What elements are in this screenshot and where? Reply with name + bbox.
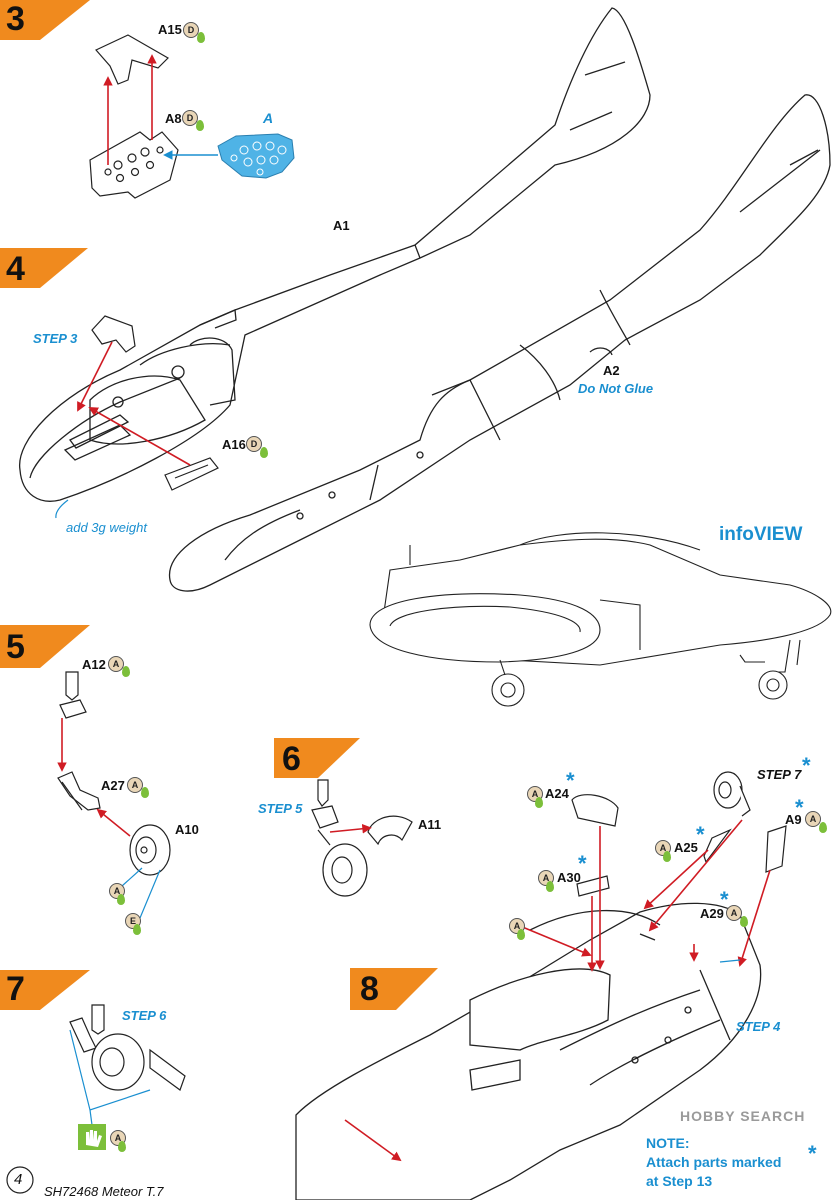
badge-d-a8: D bbox=[182, 110, 198, 126]
label-a1: A1 bbox=[333, 218, 350, 233]
glue-drop-icon bbox=[740, 916, 748, 927]
asterisk-icon: * bbox=[696, 822, 705, 847]
label-a2: A2 bbox=[603, 363, 620, 378]
label-a15: A15 bbox=[158, 22, 182, 37]
label-a25: A25 bbox=[674, 840, 698, 855]
glue-drop-icon bbox=[535, 797, 543, 808]
label-a30: A30 bbox=[557, 870, 581, 885]
label-a24: A24 bbox=[545, 786, 569, 801]
note-line2: at Step 13 bbox=[646, 1173, 713, 1189]
glue-drop-icon bbox=[197, 32, 205, 43]
glue-drop-icon bbox=[546, 881, 554, 892]
glue-drop-icon bbox=[663, 851, 671, 862]
label-a10: A10 bbox=[175, 822, 199, 837]
label-a27: A27 bbox=[101, 778, 125, 793]
label-do-not-glue: Do Not Glue bbox=[578, 381, 654, 396]
step8-wheel-art bbox=[713, 771, 751, 817]
glue-drop-icon bbox=[517, 929, 525, 940]
glove-icon-box bbox=[78, 1124, 106, 1150]
kit-name: SH72468 Meteor T.7 bbox=[44, 1184, 164, 1199]
step-8-number: 8 bbox=[360, 970, 379, 1008]
label-step3-ref: STEP 3 bbox=[33, 331, 78, 346]
watermark: HOBBY SEARCH bbox=[680, 1108, 806, 1124]
glue-drop-icon bbox=[118, 1141, 126, 1152]
info-view-title: infoVIEW bbox=[719, 524, 803, 545]
label-a8: A8 bbox=[165, 111, 182, 126]
step5-art bbox=[57, 671, 171, 876]
badge-d-a16: D bbox=[246, 436, 262, 452]
step-5-number: 5 bbox=[6, 628, 25, 666]
label-a9: A9 bbox=[785, 812, 802, 827]
step-7-number: 7 bbox=[6, 970, 25, 1008]
step3-arrows bbox=[103, 54, 157, 165]
badge-d-a15: D bbox=[183, 22, 199, 38]
step6-art bbox=[311, 779, 413, 897]
fuselage-a1 bbox=[19, 7, 651, 502]
step-6-number: 6 bbox=[282, 740, 301, 778]
page-number: 4 bbox=[14, 1171, 23, 1188]
asterisk-icon: * bbox=[795, 795, 804, 820]
label-step5-ref: STEP 5 bbox=[258, 801, 303, 816]
glue-drop-icon bbox=[122, 666, 130, 677]
step-4-number: 4 bbox=[6, 250, 25, 288]
label-step4-ref: STEP 4 bbox=[736, 1019, 781, 1034]
badge-a-a9: A bbox=[805, 811, 821, 827]
step-3-number: 3 bbox=[6, 0, 25, 38]
glue-drop-icon bbox=[117, 894, 125, 905]
step7-art bbox=[69, 1004, 186, 1091]
asterisk-icon: * bbox=[808, 1141, 817, 1166]
step-banners bbox=[0, 0, 438, 1010]
asterisk-icon: * bbox=[566, 768, 575, 793]
label-step7-ref: STEP 7 bbox=[757, 767, 802, 782]
decal-a bbox=[217, 133, 295, 179]
asterisk-icon: * bbox=[578, 851, 587, 876]
asterisk-icon: * bbox=[720, 887, 729, 912]
label-step6-ref: STEP 6 bbox=[122, 1008, 167, 1023]
note-line1: Attach parts marked bbox=[646, 1154, 782, 1170]
glue-drop-icon bbox=[819, 822, 827, 833]
badge-a-a12: A bbox=[108, 656, 124, 672]
glue-drop-icon bbox=[196, 120, 204, 131]
asterisk-icon: * bbox=[802, 753, 811, 778]
label-a12: A12 bbox=[82, 657, 106, 672]
label-a11: A11 bbox=[418, 817, 442, 832]
label-add-weight: add 3g weight bbox=[66, 520, 147, 535]
label-a29: A29 bbox=[700, 906, 724, 921]
badge-a-a27: A bbox=[127, 777, 143, 793]
fuselage-a2 bbox=[168, 94, 831, 592]
glue-drop-icon bbox=[133, 924, 141, 935]
step3-art bbox=[89, 34, 179, 199]
glue-drop-icon bbox=[260, 447, 268, 458]
step8-fuselage bbox=[295, 902, 762, 1200]
label-decal-letter: A bbox=[263, 110, 274, 126]
part-a16-art bbox=[164, 457, 219, 491]
infoview-art bbox=[369, 532, 832, 707]
badge-a-a29: A bbox=[726, 905, 742, 921]
label-a16: A16 bbox=[222, 437, 246, 452]
glue-drop-icon bbox=[141, 787, 149, 798]
note-title: NOTE: bbox=[646, 1135, 690, 1151]
